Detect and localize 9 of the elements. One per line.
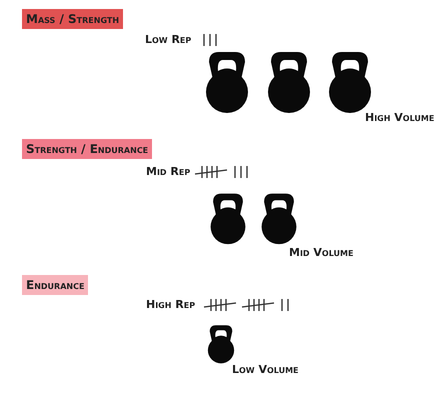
rep-label: High Rep: [146, 298, 196, 311]
volume-label: High Volume: [365, 111, 434, 124]
category-label: Strength / Endurance: [22, 139, 152, 159]
volume-label: Mid Volume: [289, 246, 354, 259]
category-label: Mass / Strength: [22, 9, 124, 29]
volume-label: Low Volume: [232, 363, 299, 376]
rep-label: Mid Rep: [146, 165, 190, 178]
category-label: Endurance: [22, 275, 88, 295]
rep-label: Low Rep: [145, 33, 192, 46]
